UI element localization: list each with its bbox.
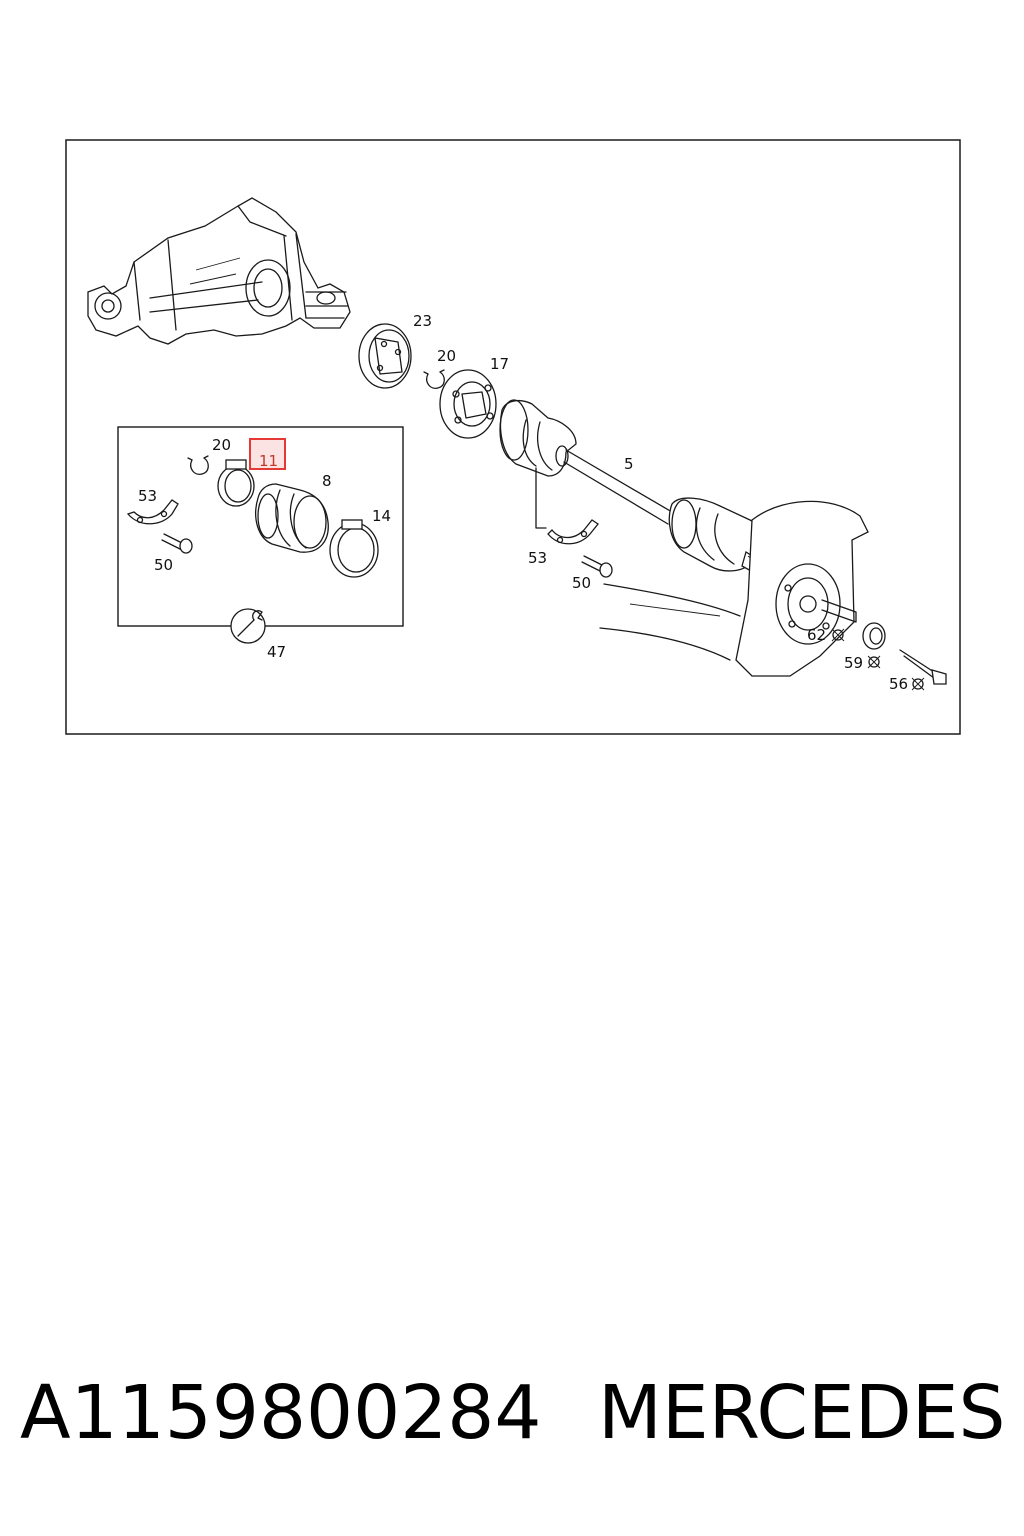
label-20-top: 20 bbox=[437, 347, 456, 365]
label-11-highlighted[interactable]: 11 bbox=[259, 452, 278, 470]
circlip-20-top bbox=[423, 369, 445, 389]
label-53-inset: 53 bbox=[138, 487, 157, 505]
clamp-bracket-53-inset bbox=[126, 499, 179, 525]
exploded-parts-diagram: 23 20 17 5 20 11 8 53 14 50 47 53 50 62 … bbox=[65, 139, 961, 735]
gear-symbol-56 bbox=[911, 677, 925, 691]
wrench-symbol-47 bbox=[230, 608, 266, 644]
gear-symbol-62 bbox=[831, 628, 845, 642]
label-8: 8 bbox=[322, 472, 332, 490]
screw-50-right bbox=[581, 555, 613, 578]
label-23: 23 bbox=[413, 312, 432, 330]
differential-housing bbox=[87, 197, 351, 345]
gear-symbol-59 bbox=[867, 655, 881, 669]
cv-joint-17 bbox=[439, 369, 497, 439]
label-53-right: 53 bbox=[528, 549, 547, 567]
circlip-20-inset bbox=[187, 455, 209, 475]
bolt-56 bbox=[899, 649, 947, 685]
label-47: 47 bbox=[267, 643, 286, 661]
clamp-band-11 bbox=[217, 459, 255, 507]
label-62: 62 bbox=[807, 626, 826, 644]
label-5: 5 bbox=[624, 455, 634, 473]
label-20-inset: 20 bbox=[212, 436, 231, 454]
nut-59 bbox=[862, 622, 886, 650]
brand-name: MERCEDES bbox=[598, 1370, 1006, 1456]
screw-50-inset bbox=[161, 533, 193, 554]
label-56: 56 bbox=[889, 675, 908, 693]
highlight-box-11[interactable] bbox=[249, 438, 286, 470]
diagram-frame bbox=[65, 139, 961, 735]
caption: A1159800284 MERCEDES bbox=[0, 1370, 1024, 1470]
clamp-band-14 bbox=[329, 519, 379, 578]
label-59: 59 bbox=[844, 654, 863, 672]
label-50-right: 50 bbox=[572, 574, 591, 592]
axle-boot-8 bbox=[255, 483, 329, 553]
label-14: 14 bbox=[372, 507, 391, 525]
clamp-bracket-53-right bbox=[547, 519, 599, 545]
label-50-inset: 50 bbox=[154, 556, 173, 574]
label-17: 17 bbox=[490, 355, 509, 373]
part-number: A1159800284 bbox=[20, 1370, 542, 1456]
flange-plate-23 bbox=[358, 323, 412, 389]
